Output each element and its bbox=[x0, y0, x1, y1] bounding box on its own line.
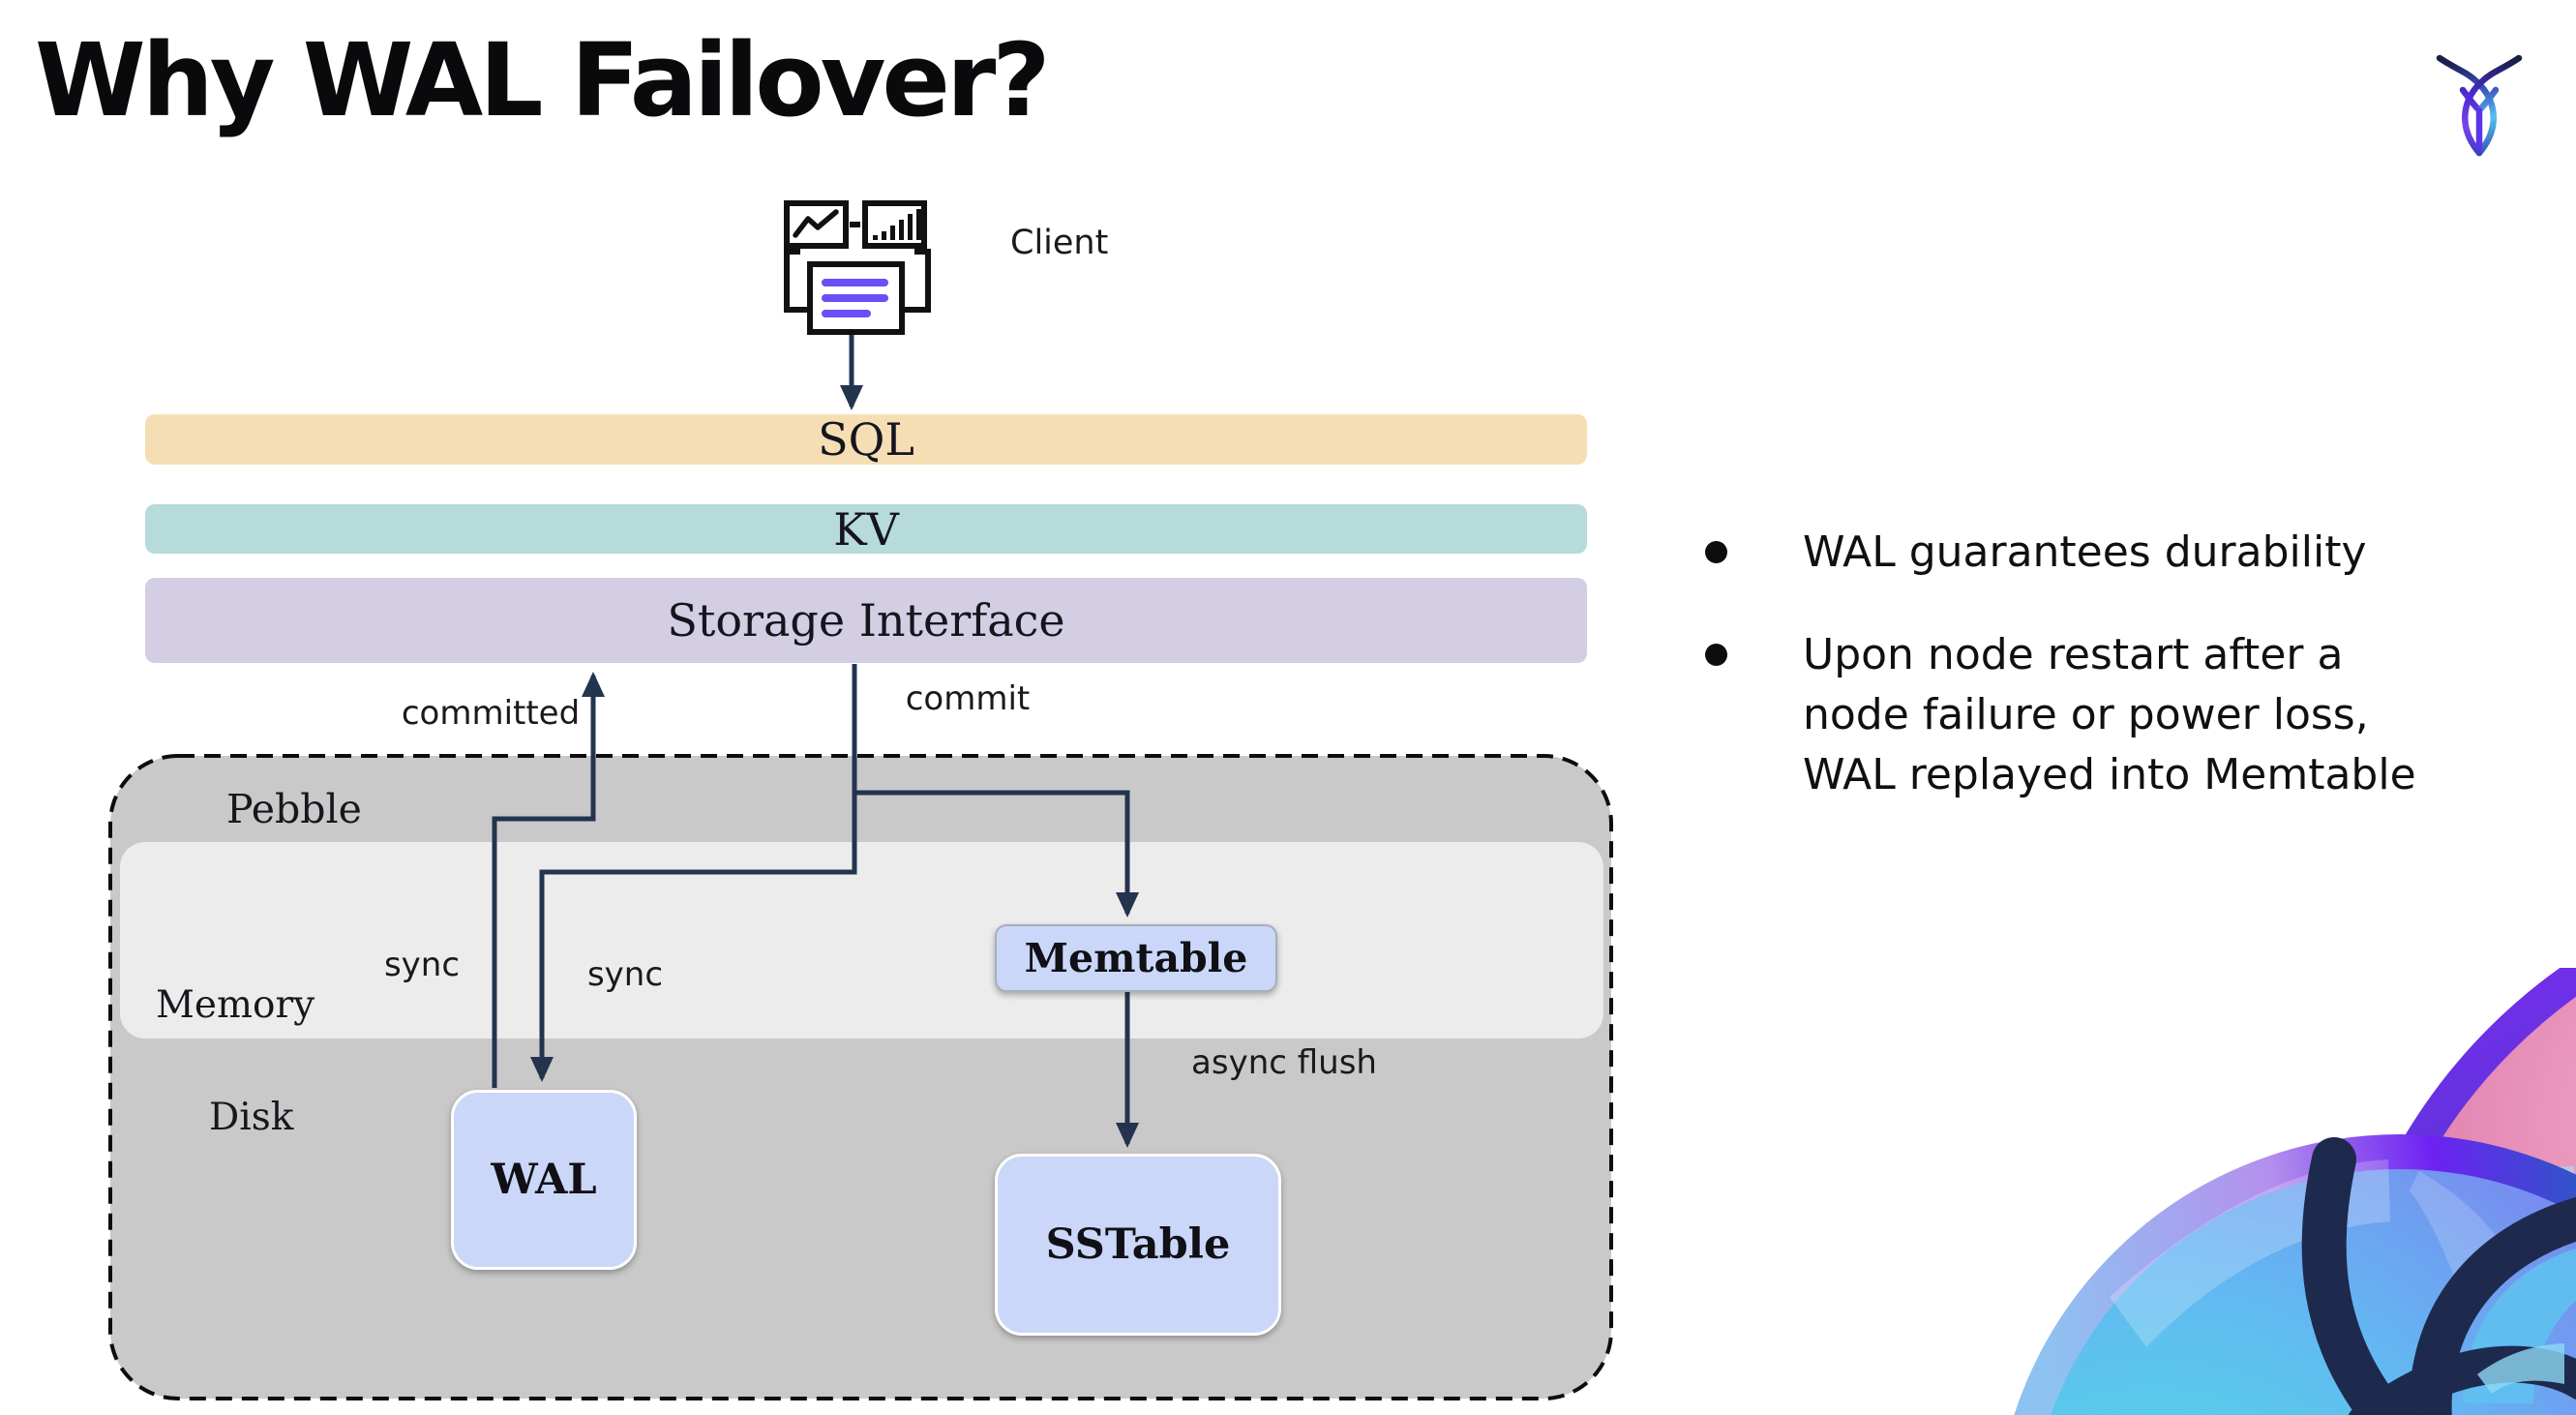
memory-label: Memory bbox=[156, 983, 315, 1027]
bullet-dot bbox=[1705, 541, 1727, 563]
document-icon bbox=[784, 249, 931, 335]
memory-band bbox=[120, 842, 1603, 1039]
client-label: Client bbox=[1010, 224, 1109, 262]
memtable-node-label: Memtable bbox=[1024, 935, 1248, 981]
sync-commit-edge-label: sync bbox=[586, 955, 664, 994]
disk-label: Disk bbox=[209, 1096, 294, 1139]
bullet-list: WAL guarantees durability Upon node rest… bbox=[1686, 523, 2557, 805]
commit-memtable-arrow bbox=[854, 790, 1139, 918]
layer-bar-storage-label: Storage Interface bbox=[667, 594, 1065, 647]
cockroachdb-logo-icon bbox=[2436, 54, 2523, 157]
layer-bar-sql: SQL bbox=[145, 413, 1587, 466]
sync-wal-edge-label: sync bbox=[383, 946, 461, 984]
bullet-item: Upon node restart after a node failure o… bbox=[1686, 625, 2557, 805]
bullet-dot bbox=[1705, 644, 1727, 666]
commit-edge-label: commit bbox=[905, 679, 1031, 718]
layer-bar-storage: Storage Interface bbox=[145, 578, 1587, 663]
commit-sync-arrow bbox=[530, 664, 857, 1082]
layer-bar-kv-label: KV bbox=[833, 502, 899, 556]
dash-connector bbox=[850, 222, 860, 227]
page-title: Why WAL Failover? bbox=[35, 21, 1051, 139]
bullet-text: WAL guarantees durability bbox=[1803, 527, 2367, 577]
pebble-label: Pebble bbox=[226, 786, 362, 832]
client-device-icon bbox=[784, 200, 931, 335]
bullet-item: WAL guarantees durability bbox=[1686, 523, 2557, 583]
bullet-text: Upon node restart after a node failure o… bbox=[1803, 630, 2416, 799]
bar-chart-icon bbox=[862, 200, 927, 249]
sstable-node: SSTable bbox=[995, 1154, 1281, 1336]
committed-edge-label: committed bbox=[401, 694, 581, 733]
sstable-node-label: SSTable bbox=[1045, 1220, 1231, 1269]
layer-bar-kv: KV bbox=[145, 502, 1587, 556]
layer-bar-sql-label: SQL bbox=[818, 413, 914, 466]
corner-brand-art bbox=[2014, 968, 2576, 1415]
wal-node-label: WAL bbox=[491, 1156, 597, 1204]
async-flush-edge-label: async flush bbox=[1191, 1043, 1377, 1082]
memtable-node: Memtable bbox=[995, 924, 1277, 992]
committed-arrow bbox=[492, 672, 605, 1088]
wal-node: WAL bbox=[451, 1090, 637, 1270]
line-chart-icon bbox=[784, 200, 849, 249]
